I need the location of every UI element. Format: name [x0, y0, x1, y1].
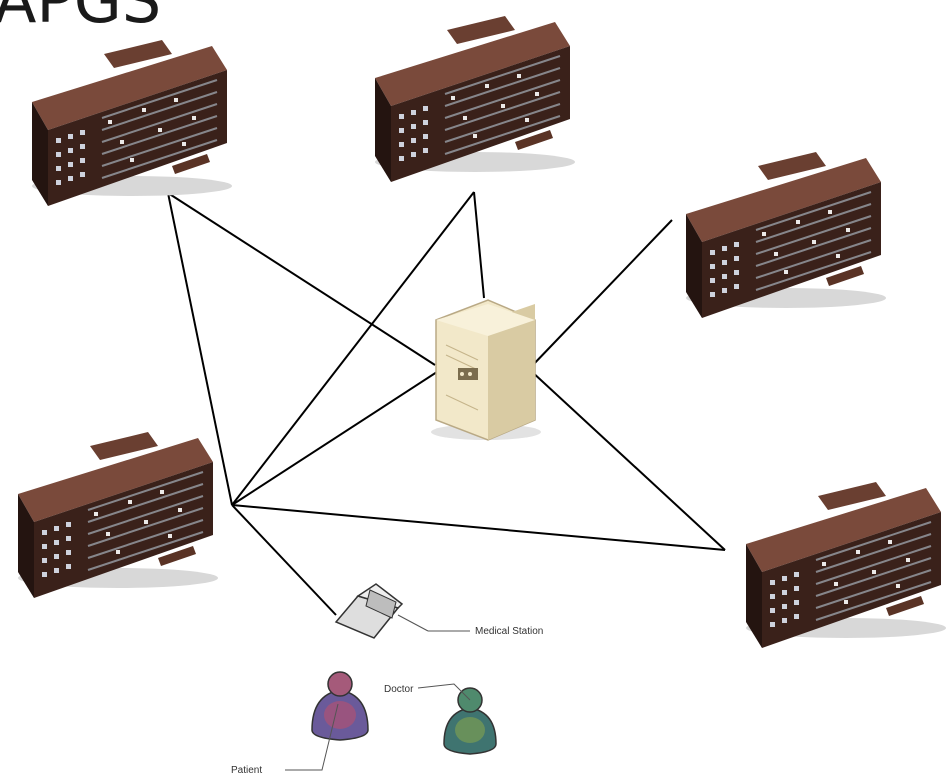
network-links — [167, 191, 726, 616]
hospital-building-top-center — [374, 15, 576, 183]
patient-icon — [311, 671, 369, 741]
doctor-label: Doctor — [384, 684, 414, 695]
hospital-building-right — [685, 151, 887, 319]
hospital-building-top-left — [31, 39, 233, 207]
patient-label: Patient — [231, 765, 262, 776]
server-icon — [431, 299, 541, 441]
hospital-building-bottom-right — [745, 481, 947, 649]
doctor-icon — [443, 687, 497, 755]
hospital-building-left — [17, 431, 219, 599]
laptop-icon — [334, 583, 404, 639]
medical-station-label: Medical Station — [475, 626, 543, 637]
page-title: APGS — [0, 0, 162, 37]
